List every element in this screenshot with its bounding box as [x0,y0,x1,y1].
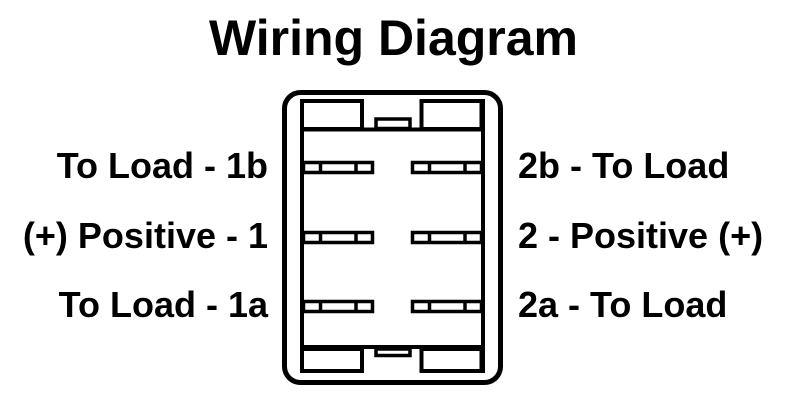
terminal-2-positive [410,230,484,245]
mounting-tab-bottom-right [419,347,484,373]
label-terminal-1-positive: (+) Positive - 1 [22,215,268,256]
diagram-title: Wiring Diagram [208,10,579,66]
mounting-tab-top-left [300,99,364,131]
keying-tab-bottom-center [374,347,412,358]
terminal-1-positive [301,230,375,245]
label-terminal-2-positive: 2 - Positive (+) [518,215,764,256]
mounting-tab-bottom-left [300,347,364,373]
label-terminal-1a: To Load - 1a [58,284,268,325]
terminal-1b [301,160,375,175]
keying-tab-top-center [374,117,412,131]
mounting-tab-top-right [419,99,484,131]
label-terminal-2b: 2b - To Load [518,145,730,186]
terminal-1a [301,299,375,314]
terminal-2b [410,160,484,175]
label-terminal-1b: To Load - 1b [56,145,268,186]
terminal-2a [410,299,484,314]
label-terminal-2a: 2a - To Load [518,284,728,325]
